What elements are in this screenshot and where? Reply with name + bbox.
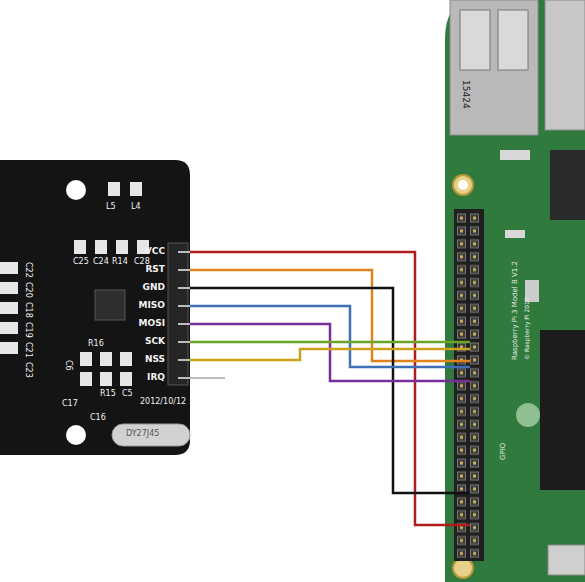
part-label: © Raspberry Pi 2015 [524,297,530,360]
usb-port [460,10,490,70]
part-label: C18 [24,302,32,318]
connector [548,545,585,575]
part-label: GPIO [500,443,507,460]
pin-name: VCC [145,247,165,256]
part-label: C21 [24,342,32,358]
pin-name: MOSI [139,319,165,328]
part-label: L4 [131,203,141,211]
crystal [112,424,190,446]
part-label: 2012/10/12 [140,398,186,406]
smd-part [120,372,132,386]
wire-sck [190,341,470,344]
part-label: L5 [106,203,116,211]
smd-part [0,262,18,274]
rfid-board [0,160,190,455]
pin-name: SCK [145,337,165,346]
part-label: C19 [24,322,32,338]
pin-header [168,243,188,385]
part-label: C6 [64,360,72,371]
wires [190,252,470,525]
smd-part [95,240,107,254]
wire-mosi [190,324,470,381]
smd-part [116,240,128,254]
part-label: R15 [100,390,116,398]
part-label: C25 [73,258,89,266]
soc-chip [540,330,585,490]
component [505,230,525,238]
smd-part [0,302,18,314]
smd-part [0,342,18,354]
pi-board [445,0,585,582]
part-label: C16 [90,414,106,422]
ethernet-port [545,0,585,130]
pin-name: NSS [145,355,165,364]
component [500,150,530,160]
part-label: C23 [24,362,32,378]
part-label: C22 [24,262,32,278]
usb-ports [450,0,538,135]
mounting-hole [66,180,86,200]
mounting-hole [458,180,468,190]
part-label: C17 [62,400,78,408]
wire-nss [190,349,470,360]
smd-part [80,372,92,386]
part-label: C20 [24,282,32,298]
smd-part [80,352,92,366]
smd-part [130,182,142,196]
smd-part [74,240,86,254]
part-label: C28 [134,258,150,266]
pin-name: MISO [139,301,165,310]
part-label: DY27J45 [126,430,159,438]
smd-part [120,352,132,366]
wire-gnd [190,288,470,493]
part-label: R16 [88,340,104,348]
pin-name: GND [143,283,165,292]
mfrc522-chip [95,290,125,320]
part-label: C5 [122,390,133,398]
part-label: C24 [93,258,109,266]
pin-name: IRQ [147,373,165,382]
pin-name: RST [145,265,165,274]
chip [550,150,585,220]
mounting-hole [453,175,473,195]
mounting-hole [66,425,86,445]
smd-part [0,322,18,334]
smd-part [0,282,18,294]
gpio-header [454,209,484,561]
gpio-pins [456,212,482,558]
smd-part [108,182,120,196]
smd-part [100,352,112,366]
logo [516,403,540,427]
usb-port [498,10,528,70]
wire-vcc [190,252,470,525]
part-label: Raspberry Pi 3 Model B V1.2 [512,261,519,360]
smd-part [100,372,112,386]
part-label: R14 [112,258,128,266]
part-label: 15424 [461,80,470,109]
